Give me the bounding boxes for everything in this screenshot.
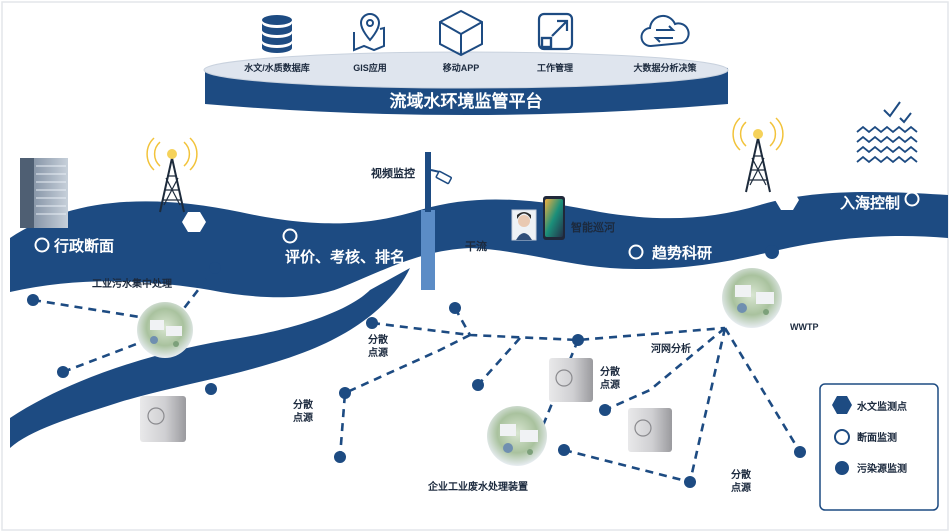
smartphone-icon bbox=[543, 196, 565, 240]
cube-icon bbox=[439, 9, 483, 57]
pollution-dot bbox=[599, 404, 611, 416]
tower-pole bbox=[425, 152, 431, 212]
pollution-dot bbox=[209, 262, 221, 274]
main-river bbox=[10, 192, 948, 298]
pollution-dot bbox=[205, 383, 217, 395]
section-monitor-circle bbox=[904, 191, 920, 207]
monitoring-station-box bbox=[549, 358, 593, 402]
pollution-dot bbox=[765, 245, 779, 259]
pollution-dot bbox=[339, 387, 351, 399]
scattered-source-label: 分散点源 bbox=[368, 333, 389, 359]
pollution-dot bbox=[572, 334, 584, 346]
scattered-source-label: 分散点源 bbox=[600, 365, 621, 391]
pollution-dot bbox=[57, 366, 69, 378]
office-building-image bbox=[20, 158, 68, 228]
video-monitor-label: 视频监控 bbox=[371, 166, 415, 180]
river-label-main-stream: 干流 bbox=[465, 239, 487, 253]
radio-tower-icon bbox=[146, 137, 198, 213]
industrial-plant-image bbox=[137, 302, 193, 358]
tributary-river bbox=[10, 268, 410, 448]
hydrology-hexagons bbox=[182, 190, 799, 232]
river-label-surface-source: 面源 bbox=[505, 285, 535, 303]
hydrology-hexagon bbox=[775, 190, 799, 210]
video-tower bbox=[421, 152, 452, 290]
scattered-source-label: 分散点源 bbox=[731, 468, 752, 494]
map-pin-icon bbox=[353, 12, 385, 52]
river-label-evaluation: 评价、考核、排名 bbox=[285, 248, 405, 266]
pollution-source-dots bbox=[27, 245, 806, 488]
river-label-sea-control: 入海控制 bbox=[840, 194, 900, 212]
module-label-gis: GIS应用 bbox=[353, 62, 387, 73]
module-label-work: 工作管理 bbox=[537, 62, 573, 73]
module-label-database: 水文/水质数据库 bbox=[244, 62, 310, 73]
module-label-bigdata: 大数据分析决策 bbox=[633, 62, 697, 73]
database-icon bbox=[262, 15, 292, 53]
legend-label-pollution: 污染源监测 bbox=[857, 462, 907, 475]
sea-waves-icon bbox=[856, 101, 918, 164]
pollution-dot bbox=[558, 444, 570, 456]
platform-title: 流域水环境监管平台 bbox=[390, 91, 543, 111]
section-monitor-circle bbox=[34, 237, 50, 253]
legend-label-hydrology: 水文监测点 bbox=[856, 400, 907, 413]
river-label-admin-section: 行政断面 bbox=[53, 237, 114, 255]
module-label-app: 移动APP bbox=[443, 62, 480, 73]
pollution-dot bbox=[794, 446, 806, 458]
industrial-label: 工业污水集中处理 bbox=[92, 277, 172, 290]
platform-header: 流域水环境监管平台 水文/水 bbox=[203, 9, 729, 115]
monitoring-station-box bbox=[628, 408, 672, 452]
section-monitor-circle bbox=[282, 228, 298, 244]
cloud-sync-icon bbox=[640, 14, 690, 48]
wwtp-plant-image bbox=[722, 268, 782, 328]
hydrology-hexagon bbox=[182, 212, 206, 232]
legend-hollow-circle-icon bbox=[834, 429, 850, 445]
pollution-dot bbox=[472, 379, 484, 391]
enterprise-label: 企业工业废水处理装置 bbox=[427, 480, 528, 493]
pollution-dot bbox=[684, 476, 696, 488]
camera-icon bbox=[435, 170, 452, 185]
pollution-dot bbox=[449, 302, 461, 314]
scattered-source-label: 分散点源 bbox=[293, 398, 314, 424]
pollution-dot bbox=[27, 294, 39, 306]
legend: 水文监测点 断面监测 污染源监测 bbox=[819, 383, 939, 511]
wwtp-label: WWTP bbox=[790, 322, 819, 332]
section-monitor-circle bbox=[628, 244, 644, 260]
legend-filled-circle-icon bbox=[835, 461, 849, 475]
section-monitor-circles bbox=[34, 191, 920, 260]
legend-hexagon-icon bbox=[832, 396, 852, 414]
enterprise-plant-image bbox=[487, 406, 547, 466]
legend-label-section: 断面监测 bbox=[857, 431, 897, 444]
river-label-trend: 趋势科研 bbox=[652, 244, 712, 262]
pollution-dot bbox=[366, 317, 378, 329]
patrol-avatar bbox=[511, 209, 537, 241]
legend-box bbox=[819, 383, 939, 511]
patrol-label: 智能巡河 bbox=[571, 220, 615, 234]
radio-tower-icon bbox=[732, 117, 784, 193]
tower-body bbox=[421, 210, 435, 290]
pollution-dot bbox=[334, 451, 346, 463]
network-analysis-label: 河网分析 bbox=[651, 342, 691, 355]
export-icon bbox=[537, 12, 574, 51]
monitoring-station-box bbox=[140, 396, 186, 442]
